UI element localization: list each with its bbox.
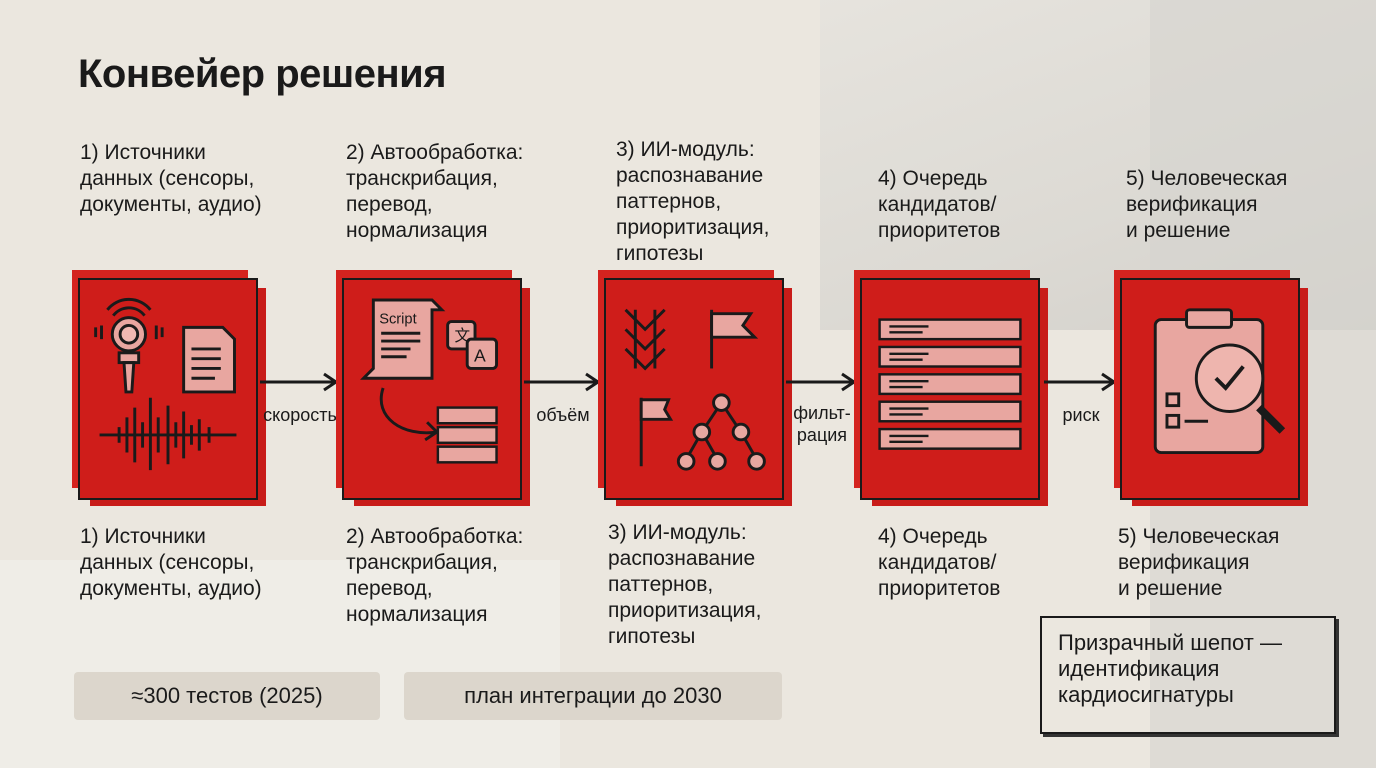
background-smudge <box>0 560 560 768</box>
step-3-top-label: 3) ИИ-модуль: распознавание паттернов, п… <box>616 138 770 265</box>
step-3-bottom-label: 3) ИИ-модуль: распознавание паттернов, п… <box>608 521 762 648</box>
step-1-card <box>78 278 258 500</box>
arrow-4 <box>1044 372 1117 392</box>
clipboard-magnifier-check-icon <box>1153 308 1286 455</box>
arrow-1-label: скорость <box>263 405 337 425</box>
step-2-card: Script 文 A <box>342 278 522 500</box>
step-5-top-label: 5) Человеческая верификация и решение <box>1126 167 1288 242</box>
tests-note: ≈300 тестов (2025) <box>74 672 380 720</box>
waveform-icon <box>99 397 237 471</box>
plan-note: план интеграции до 2030 <box>404 672 782 720</box>
ghost-whisper-note: Призрачный шепот — идентификация кардиос… <box>1040 616 1336 734</box>
flag-icon <box>710 309 759 369</box>
queue-list-icon <box>878 318 1022 450</box>
arrow-1 <box>260 372 339 392</box>
arrow-3-label: филь­т- рация <box>793 403 851 445</box>
server-stack-icon <box>436 406 498 464</box>
document-icon <box>182 325 236 394</box>
pattern-maze-icon <box>624 308 666 371</box>
script-text: Script <box>379 311 416 327</box>
tree-graph-icon <box>676 393 766 471</box>
step-4-card <box>860 278 1040 500</box>
step-1-bottom-label: 1) Источники данных (сенсоры, документы,… <box>80 525 262 600</box>
step-5-bottom-label: 5) Человеческая верификация и решение <box>1118 525 1280 600</box>
arrow-3 <box>786 372 857 392</box>
step-1-top-label: 1) Источники данных (сенсоры, документы,… <box>80 141 262 216</box>
arrow-4-label: риск <box>1062 405 1100 425</box>
sources-illustration <box>94 297 237 471</box>
ai-module-illustration <box>624 308 766 471</box>
flag-icon <box>639 397 674 467</box>
step-4-bottom-label: 4) Очередь кандидатов/ приоритетов <box>878 525 1001 600</box>
translate-icon: 文 A <box>446 320 498 370</box>
step-4-top-label: 4) Очередь кандидатов/ приоритетов <box>878 167 1001 242</box>
step-5-card <box>1120 278 1300 500</box>
svg-text:文: 文 <box>454 327 470 345</box>
svg-text:A: A <box>474 346 486 366</box>
curved-arrow-icon <box>379 387 440 442</box>
arrow-2-label: объём <box>536 405 590 425</box>
arrow-2 <box>524 372 601 392</box>
processing-illustration: Script 文 A <box>360 298 498 464</box>
step-2-top-label: 2) Автообработка: транскрибация, перевод… <box>346 141 524 242</box>
sensor-icon <box>94 297 164 394</box>
step-3-card <box>604 278 784 500</box>
script-scroll-icon: Script <box>360 298 446 380</box>
page-title: Конвейер решения <box>78 52 447 96</box>
step-2-bottom-label: 2) Автообработка: транскрибация, перевод… <box>346 525 524 626</box>
